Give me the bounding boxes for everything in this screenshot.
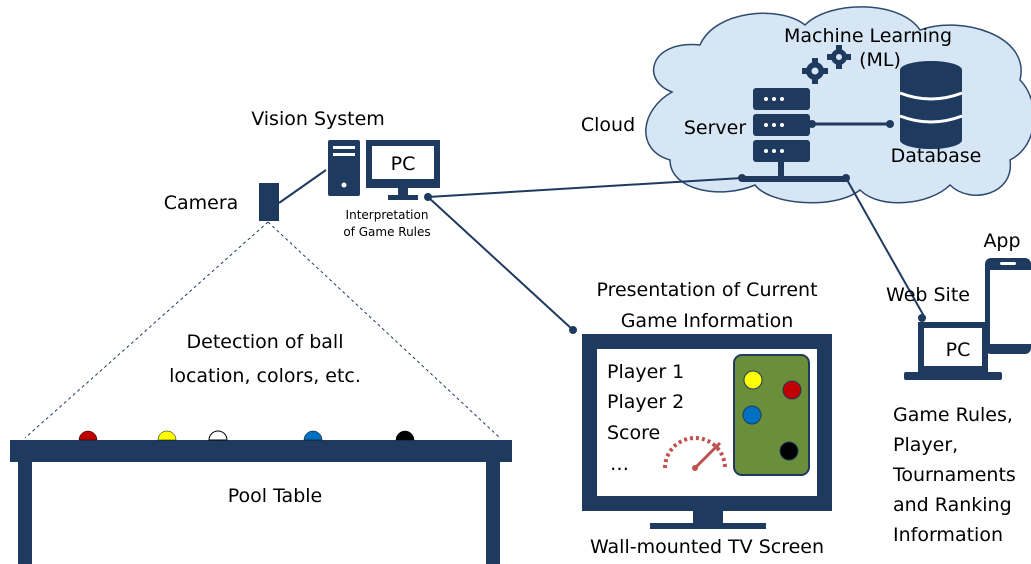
camera-pc-link	[278, 169, 327, 204]
presentation-label-line1: Presentation of Current	[596, 279, 817, 301]
tv-black-ball	[779, 441, 799, 461]
info-label-line2: Player,	[893, 434, 958, 456]
gauge-icon	[663, 436, 727, 471]
connector-dot	[808, 120, 816, 128]
database-icon	[899, 61, 963, 149]
pc-cloud-link	[427, 177, 743, 198]
connector-dot	[886, 120, 894, 128]
camera-label: Camera	[164, 192, 239, 214]
vision-system-label: Vision System	[251, 108, 385, 130]
info-label-line1: Game Rules,	[893, 404, 1013, 426]
info-label-line5: Information	[893, 524, 1003, 546]
tv-balls	[742, 370, 802, 461]
laptop-icon	[904, 322, 1002, 380]
tv-score: Score	[607, 422, 660, 444]
presentation-label-line2: Game Information	[621, 310, 794, 332]
connector-dot	[918, 314, 926, 322]
camera-icon	[259, 183, 279, 221]
pool-table	[10, 440, 512, 564]
pc-monitor-icon	[366, 140, 440, 200]
connector-dot	[738, 174, 746, 182]
machine-learning-label: Machine Learning	[784, 25, 952, 47]
cloud-label: Cloud	[581, 114, 635, 136]
phone-icon	[985, 258, 1031, 354]
app-label: App	[983, 230, 1020, 252]
cloud-web-link	[845, 177, 926, 319]
tv-red-ball	[782, 380, 802, 400]
blue-ball	[303, 430, 323, 441]
laptop-pc-label: PC	[946, 339, 971, 361]
pc-tower-icon	[328, 140, 360, 196]
web-site-label: Web Site	[886, 284, 970, 306]
black-ball	[395, 430, 415, 441]
pc-tv-link	[427, 196, 574, 331]
tv-yellow-ball	[743, 370, 763, 390]
camera-view-right	[267, 221, 501, 439]
tv-player1: Player 1	[607, 361, 684, 383]
pool-table-label: Pool Table	[228, 485, 322, 507]
gear-icon	[802, 45, 851, 84]
connector-dot	[569, 326, 577, 334]
detection-label-line1: Detection of ball	[187, 331, 344, 353]
interpretation-label-line2: of Game Rules	[343, 225, 430, 239]
connector-dot	[842, 174, 850, 182]
info-label-line4: and Ranking	[893, 494, 1012, 516]
server-icon	[742, 88, 846, 182]
camera-view-left	[24, 221, 269, 439]
table-balls	[78, 430, 415, 441]
tv-ellipsis: …	[610, 453, 629, 475]
tv-player2: Player 2	[607, 391, 684, 413]
server-label: Server	[684, 117, 746, 139]
info-label-line3: Tournaments	[892, 464, 1016, 486]
tv-blue-ball	[742, 405, 762, 425]
ml-label: (ML)	[859, 49, 901, 71]
yellow-ball	[157, 430, 177, 441]
red-ball	[78, 430, 98, 441]
detection-label-line2: location, colors, etc.	[169, 365, 361, 387]
interpretation-label-line1: Interpretation	[346, 208, 429, 222]
cloud-shape	[645, 6, 1031, 204]
database-label: Database	[891, 145, 982, 167]
white-ball	[208, 430, 228, 441]
tv-caption: Wall-mounted TV Screen	[590, 536, 824, 558]
pc-label: PC	[391, 153, 416, 175]
